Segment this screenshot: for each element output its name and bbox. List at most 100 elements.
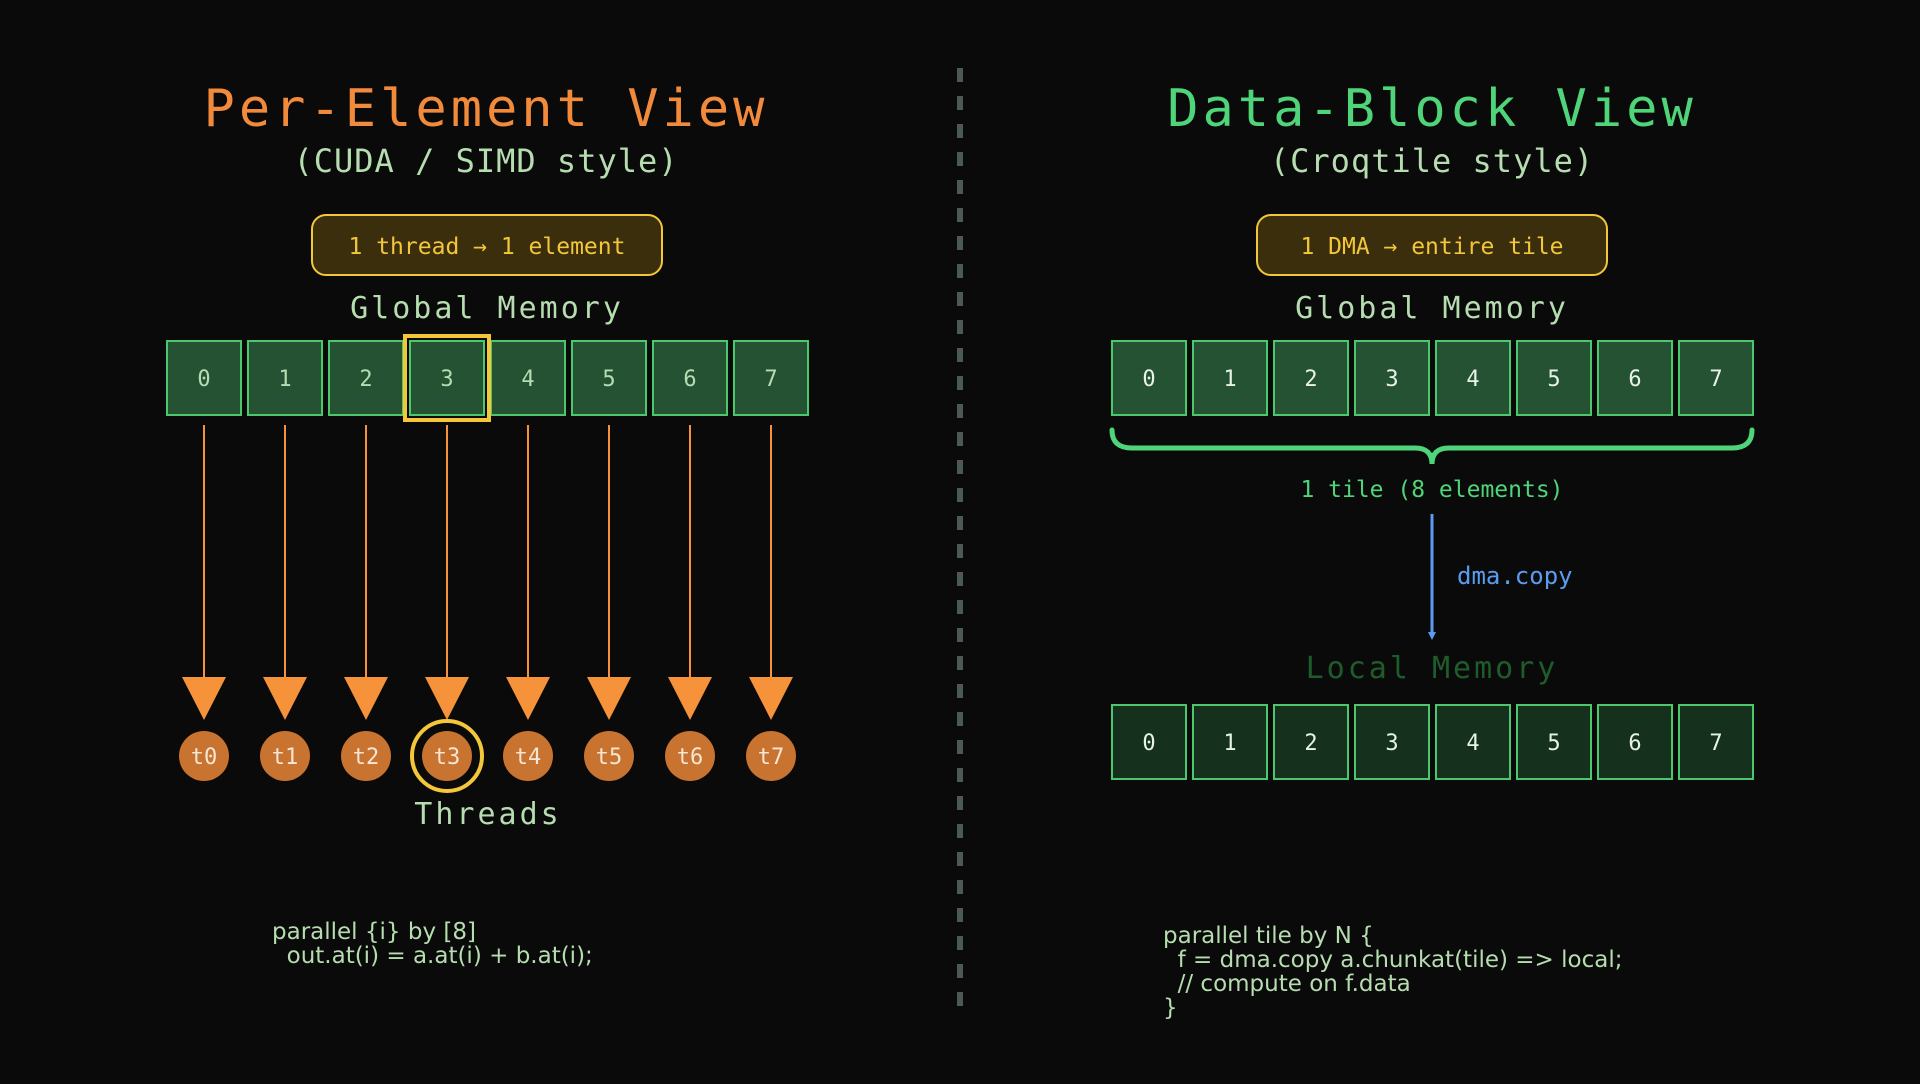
- local-memory-cell: [1516, 704, 1592, 780]
- thread-label: t7: [758, 745, 785, 770]
- right-subtitle: (Croqtile style): [1270, 142, 1594, 180]
- threads-label: Threads: [414, 797, 561, 832]
- local-memory-cell-label: 3: [1385, 731, 1398, 756]
- right-memory-cell: [1273, 340, 1349, 416]
- local-memory-cell: [1678, 704, 1754, 780]
- left-pill: 1 thread → 1 element: [311, 214, 663, 276]
- thread-node: [260, 731, 310, 781]
- local-memory-cell: [1192, 704, 1268, 780]
- right-title: Data-Block View: [1167, 79, 1697, 139]
- tile-brace: [1109, 427, 1755, 465]
- right-code-snippet: parallel tile by N { f = dma.copy a.chun…: [1163, 923, 1623, 1021]
- thread-label: t2: [353, 745, 380, 770]
- right-memory-cell-label: 5: [1547, 367, 1560, 392]
- right-memory-cell: [1678, 340, 1754, 416]
- thread-node: [584, 731, 634, 781]
- right-memory-cell-label: 2: [1304, 367, 1317, 392]
- thread-label: t3: [434, 745, 461, 770]
- dma-arrow-label: dma.copy: [1457, 562, 1573, 590]
- highlighted-thread-ring: [410, 719, 484, 793]
- local-memory-cell-label: 2: [1304, 731, 1317, 756]
- thread-label: t1: [272, 745, 299, 770]
- right-memory-cell: [1111, 340, 1187, 416]
- thread-node: [746, 731, 796, 781]
- left-threads: t0 t1 t2 t3 t4 t5 t6 t7: [179, 719, 796, 793]
- left-memory-cell-label: 0: [197, 367, 210, 392]
- local-memory-cell: [1597, 704, 1673, 780]
- thread-arrowhead: [263, 677, 307, 720]
- local-memory-cell: [1435, 704, 1511, 780]
- left-memory-label: Global Memory: [350, 291, 624, 326]
- thread-label: t4: [515, 745, 542, 770]
- left-memory-cell-label: 3: [440, 367, 453, 392]
- left-thread-arrows: [182, 425, 793, 720]
- right-memory-cell-label: 0: [1142, 367, 1155, 392]
- right-pill: 1 DMA → entire tile: [1256, 214, 1608, 276]
- thread-label: t0: [191, 745, 218, 770]
- right-memory-cell: [1192, 340, 1268, 416]
- right-memory-cell-label: 7: [1709, 367, 1722, 392]
- local-memory-cell-label: 7: [1709, 731, 1722, 756]
- left-subtitle: (CUDA / SIMD style): [293, 142, 678, 180]
- thread-node: [422, 731, 472, 781]
- left-title: Per-Element View: [204, 79, 769, 139]
- right-memory-cell: [1354, 340, 1430, 416]
- local-memory-cell-label: 0: [1142, 731, 1155, 756]
- left-memory-cell: [328, 340, 404, 416]
- left-memory-cell-label: 7: [764, 367, 777, 392]
- right-global-memory-cells: 0 1 2 3 4 5 6 7: [1111, 340, 1754, 416]
- left-memory-cell: [247, 340, 323, 416]
- left-memory-cell-label: 2: [359, 367, 372, 392]
- thread-arrowhead: [344, 677, 388, 720]
- left-memory-cell: [652, 340, 728, 416]
- left-memory-cell: [490, 340, 566, 416]
- data-block-panel: Data-Block View (Croqtile style) 1 DMA →…: [1109, 79, 1755, 780]
- thread-arrowhead: [506, 677, 550, 720]
- left-code-snippet: parallel {i} by [8] out.at(i) = a.at(i) …: [272, 919, 593, 969]
- right-memory-cell-label: 1: [1223, 367, 1236, 392]
- thread-label: t6: [677, 745, 704, 770]
- thread-arrowhead: [425, 677, 469, 720]
- local-memory-cell-label: 6: [1628, 731, 1641, 756]
- left-memory-cell-label: 1: [278, 367, 291, 392]
- left-pill-box: [311, 214, 663, 276]
- thread-arrowhead: [749, 677, 793, 720]
- right-memory-cell: [1435, 340, 1511, 416]
- right-memory-cell: [1597, 340, 1673, 416]
- left-memory-cell: [166, 340, 242, 416]
- tile-label: 1 tile (8 elements): [1300, 477, 1563, 503]
- highlighted-element-outline: [403, 334, 491, 422]
- thread-node: [341, 731, 391, 781]
- local-memory-cell-label: 1: [1223, 731, 1236, 756]
- thread-label: t5: [596, 745, 623, 770]
- thread-arrowhead: [182, 677, 226, 720]
- local-memory-cell-label: 5: [1547, 731, 1560, 756]
- right-memory-cell-label: 6: [1628, 367, 1641, 392]
- left-memory-cell-label: 5: [602, 367, 615, 392]
- left-memory-cell-label: 4: [521, 367, 534, 392]
- local-memory-cell-label: 4: [1466, 731, 1479, 756]
- per-element-panel: Per-Element View (CUDA / SIMD style) 1 t…: [166, 79, 809, 832]
- thread-arrowhead: [668, 677, 712, 720]
- right-pill-box: [1256, 214, 1608, 276]
- left-memory-cell: [571, 340, 647, 416]
- local-memory-cell: [1111, 704, 1187, 780]
- right-memory-cell: [1516, 340, 1592, 416]
- thread-node: [503, 731, 553, 781]
- right-pill-label: 1 DMA → entire tile: [1300, 234, 1563, 260]
- left-pill-label: 1 thread → 1 element: [349, 234, 626, 260]
- left-memory-cell: [733, 340, 809, 416]
- right-memory-label: Global Memory: [1295, 291, 1569, 326]
- local-memory-cells: 0 1 2 3 4 5 6 7: [1111, 704, 1754, 780]
- local-memory-label: Local Memory: [1306, 651, 1559, 686]
- local-memory-cell: [1354, 704, 1430, 780]
- thread-node: [665, 731, 715, 781]
- thread-arrowhead: [587, 677, 631, 720]
- right-memory-cell-label: 4: [1466, 367, 1479, 392]
- right-memory-cell-label: 3: [1385, 367, 1398, 392]
- thread-node: [179, 731, 229, 781]
- left-memory-cell: [409, 340, 485, 416]
